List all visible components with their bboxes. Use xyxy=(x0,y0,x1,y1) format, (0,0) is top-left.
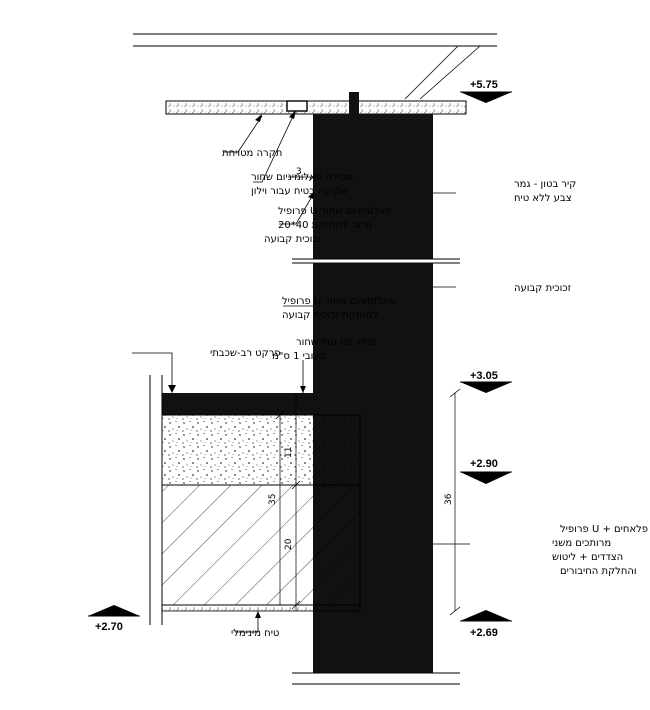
label-rubber-1: מילוי פס גומי שחור xyxy=(296,337,376,348)
dim-3: 3 xyxy=(296,167,302,177)
label-flats-2: מרותכים משני xyxy=(552,538,611,549)
bottom-plaster-strip xyxy=(161,604,361,612)
label-drip-1: מסילה פאלומיניום שחור xyxy=(251,172,353,183)
glass-post xyxy=(349,92,359,114)
leader-min-plaster-arrow xyxy=(255,611,261,618)
label-flats-4: והחלקת החיבורים xyxy=(560,566,637,577)
label-wall-1: קיר בטון - גמר xyxy=(514,179,576,190)
label-wall-2: צבע ללא טיח xyxy=(514,193,572,204)
sill-black xyxy=(162,393,317,415)
leader-drip xyxy=(253,111,296,183)
level-bottom-marker xyxy=(460,610,512,621)
level-sill: +3.05 xyxy=(470,370,498,382)
level-mid-marker xyxy=(460,472,512,484)
label-min-plaster: טיח מינימלי xyxy=(231,628,279,639)
label-ceiling: תקרה מטויחת xyxy=(222,148,282,159)
level-top: +5.75 xyxy=(470,79,498,91)
dim-tick-b xyxy=(291,480,301,490)
leader-min-plaster xyxy=(235,612,259,633)
dim-20: 20 xyxy=(284,538,294,550)
level-left: +2.70 xyxy=(95,621,123,633)
leader-parquet xyxy=(132,352,173,392)
hatched-block xyxy=(161,484,361,606)
curtain-rail xyxy=(286,100,308,112)
dim-11: 11 xyxy=(284,447,294,458)
leader-parquet-arrow xyxy=(168,385,176,393)
dim-3-tick-a xyxy=(308,172,318,182)
leader-u-top-arrow xyxy=(308,191,315,199)
label-flats-1: פלאחים + U פרופיל xyxy=(560,524,648,535)
glass-edge-line-2 xyxy=(419,45,481,100)
label-u-top-3: זכוכית קבועה xyxy=(264,234,322,245)
concrete-block xyxy=(161,414,361,486)
concrete-wall-upper xyxy=(313,114,433,259)
dim-35: 35 xyxy=(268,494,278,505)
label-u-mid-1: פאלומיניום שחור U פרופיל xyxy=(282,296,396,307)
dim-tick-c xyxy=(291,600,301,610)
leader-ceiling-arrow xyxy=(255,114,262,122)
label-rubber-2: בעובי 1 ס"מ xyxy=(272,351,326,362)
leader-ceiling xyxy=(224,115,263,153)
label-drip-2: שקועה בטיח עבור וילון xyxy=(251,186,348,197)
dim-tick-a xyxy=(275,410,285,420)
leader-drip-arrow xyxy=(289,110,296,119)
label-parquet: פרקט רב-שכבתי xyxy=(210,348,281,359)
ceiling-slab xyxy=(165,100,467,115)
level-mid: +2.90 xyxy=(470,458,498,470)
dim-36-tick-top xyxy=(449,388,461,398)
label-u-top-2: מ"מ, להחזקת 40*20 xyxy=(278,220,372,231)
dim-36-tick-bottom xyxy=(449,606,461,616)
dim-36: 36 xyxy=(444,493,454,505)
label-u-top-1: פאלומיניום שחור U פרופיל xyxy=(278,206,392,217)
level-sill-marker xyxy=(460,382,512,393)
label-flats-3: הצדדים + ליטוש xyxy=(552,552,623,563)
leader-u-top xyxy=(279,192,315,225)
level-left-marker xyxy=(88,605,140,616)
glass-edge-line-1 xyxy=(404,45,459,100)
leader-rubber-arrow xyxy=(300,386,306,393)
level-top-marker xyxy=(460,92,512,103)
label-u-mid-2: לחחזקת זכוכית קבועה xyxy=(282,310,378,321)
level-bottom: +2.69 xyxy=(470,627,498,639)
label-fixed-glass: זכוכית קבועה xyxy=(514,283,572,294)
